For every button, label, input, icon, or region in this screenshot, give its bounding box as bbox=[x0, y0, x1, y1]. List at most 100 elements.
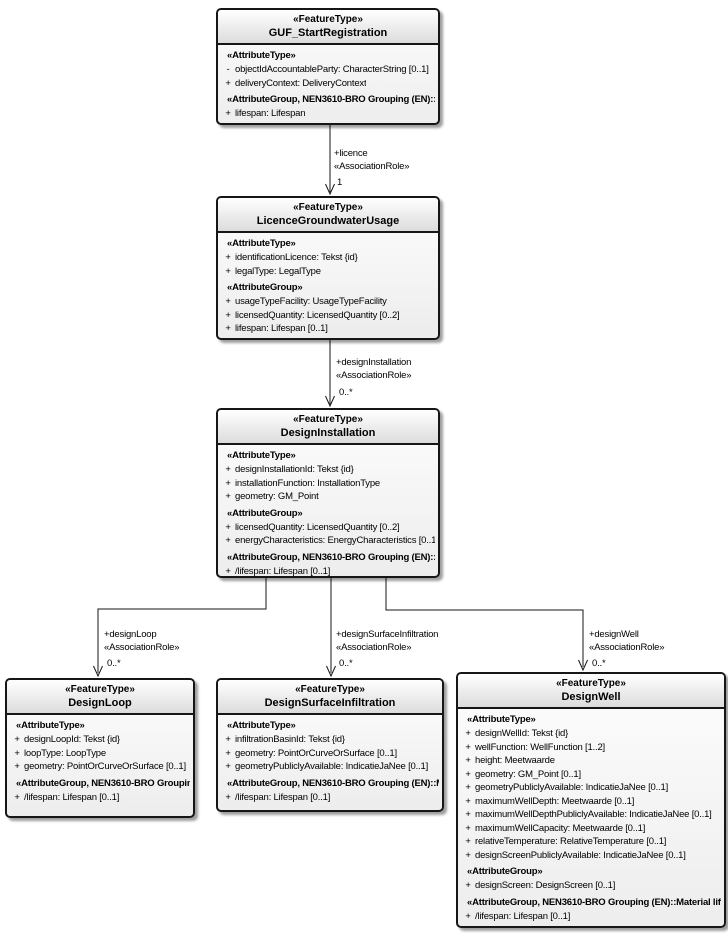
connector-role-label: +designSurfaceInfiltration bbox=[336, 629, 439, 640]
visibility-marker: + bbox=[225, 477, 231, 489]
attribute-text: geometry: PointOrCurveOrSurface [0..1] bbox=[24, 761, 186, 772]
stereotype-label: «FeatureType» bbox=[293, 414, 363, 425]
attribute-text: usageTypeFacility: UsageTypeFacility bbox=[235, 296, 387, 307]
section-header: «AttributeGroup, NEN3610-BRO Grouping (E… bbox=[227, 94, 435, 105]
attribute-text: legalType: LegalType bbox=[235, 265, 321, 277]
stereotype-label: «FeatureType» bbox=[65, 684, 135, 695]
section-header: «AttributeGroup, NEN3610-BRO Grouping (E… bbox=[227, 777, 439, 789]
visibility-marker: + bbox=[225, 535, 231, 546]
visibility-marker: + bbox=[465, 755, 471, 766]
attribute-text: licensedQuantity: LicensedQuantity [0..2… bbox=[235, 521, 400, 533]
connector-stereotype-label: «AssociationRole» bbox=[336, 642, 412, 653]
attribute-text: installationFunction: InstallationType bbox=[235, 477, 381, 489]
class-box-design-well: «FeatureType» DesignWell «AttributeType»… bbox=[456, 672, 726, 928]
attribute-row: + designScreen: DesignScreen [0..1] bbox=[461, 879, 721, 893]
section-header: «AttributeType» bbox=[227, 450, 296, 461]
visibility-marker: + bbox=[225, 309, 231, 321]
class-box-licence-groundwater-usage: «FeatureType» LicenceGroundwaterUsage «A… bbox=[216, 196, 440, 340]
attribute-text: lifespan: Lifespan [0..1] bbox=[235, 323, 328, 334]
attribute-text: /lifespan: Lifespan [0..1] bbox=[24, 791, 120, 803]
visibility-marker: + bbox=[14, 747, 20, 759]
class-name: LicenceGroundwaterUsage bbox=[256, 215, 400, 227]
attribute-text: designInstallationId: Tekst {id} bbox=[235, 464, 354, 475]
connector-multiplicity: 0..* bbox=[592, 658, 606, 669]
connector-multiplicity: 0..* bbox=[107, 658, 121, 669]
connector-stereotype-label: «AssociationRole» bbox=[336, 370, 412, 381]
arrowhead-design-installation bbox=[325, 395, 335, 408]
visibility-marker: + bbox=[465, 795, 471, 807]
visibility-marker: + bbox=[225, 565, 231, 577]
class-box-design-installation: «FeatureType» DesignInstallation «Attrib… bbox=[216, 408, 440, 578]
visibility-marker: + bbox=[465, 849, 471, 861]
visibility-marker: + bbox=[465, 809, 471, 820]
attribute-text: designWellId: Tekst {id} bbox=[475, 728, 569, 739]
attribute-row: + lifespan: Lifespan bbox=[221, 107, 435, 121]
class-box-guf-start-registration: «FeatureType» GUF_StartRegistration «Att… bbox=[216, 8, 440, 125]
attribute-text: maximumWellDepthPubliclyAvailable: Indic… bbox=[475, 809, 712, 820]
visibility-marker: + bbox=[465, 728, 471, 739]
connector-stereotype-label: «AssociationRole» bbox=[334, 161, 410, 172]
class-name: DesignLoop bbox=[68, 697, 132, 709]
class-title: «FeatureType» GUF_StartRegistration bbox=[218, 10, 438, 45]
attribute-text: loopType: LoopType bbox=[24, 747, 106, 759]
class-box-design-surface-infiltration: «FeatureType» DesignSurfaceInfiltration … bbox=[216, 678, 444, 812]
attribute-row: + geometry: PointOrCurveOrSurface [0..1] bbox=[10, 760, 190, 774]
visibility-marker: + bbox=[225, 491, 231, 502]
class-attribute-compartment: «AttributeType» + infiltrationBasinId: T… bbox=[218, 715, 442, 806]
attribute-text: /lifespan: Lifespan [0..1] bbox=[475, 910, 571, 922]
attribute-row: + maximumWellDepth: Meetwaarde [0..1] bbox=[461, 795, 721, 809]
attribute-text: designScreenPubliclyAvailable: Indicatie… bbox=[475, 849, 686, 861]
visibility-marker: + bbox=[465, 741, 471, 753]
attribute-text: designLoopId: Tekst {id} bbox=[24, 734, 120, 745]
visibility-marker: + bbox=[225, 761, 231, 772]
visibility-marker: + bbox=[225, 108, 231, 119]
attribute-row: + designInstallationId: Tekst {id} bbox=[221, 463, 435, 477]
attribute-row: + installationFunction: InstallationType bbox=[221, 477, 435, 491]
visibility-marker: + bbox=[225, 77, 231, 89]
connector-stereotype-label: «AssociationRole» bbox=[104, 642, 180, 653]
attribute-text: height: Meetwaarde bbox=[475, 755, 555, 766]
visibility-marker: + bbox=[225, 734, 231, 745]
stereotype-label: «FeatureType» bbox=[293, 202, 363, 213]
class-title: «FeatureType» LicenceGroundwaterUsage bbox=[218, 198, 438, 233]
attribute-row: + /lifespan: Lifespan [0..1] bbox=[221, 791, 439, 805]
visibility-marker: + bbox=[14, 791, 20, 803]
attribute-text: /lifespan: Lifespan [0..1] bbox=[235, 791, 331, 803]
attribute-row: + legalType: LegalType bbox=[221, 265, 435, 279]
visibility-marker: + bbox=[465, 768, 471, 780]
attribute-text: geometry: GM_Point [0..1] bbox=[475, 768, 581, 780]
arrowhead-design-surface-infiltration bbox=[326, 665, 336, 678]
attribute-text: maximumWellDepth: Meetwaarde [0..1] bbox=[475, 795, 635, 807]
connector-design-loop bbox=[97, 578, 267, 673]
attribute-text: geometryPubliclyAvailable: IndicatieJaNe… bbox=[475, 782, 669, 793]
section-header: «AttributeType» bbox=[16, 720, 85, 731]
attribute-row: + geometryPubliclyAvailable: IndicatieJa… bbox=[461, 781, 721, 795]
attribute-text: energyCharacteristics: EnergyCharacteris… bbox=[235, 535, 435, 546]
section-header: «AttributeType» bbox=[227, 50, 296, 61]
section-header: «AttributeType» bbox=[467, 714, 536, 725]
attribute-row: + identificationLicence: Tekst {id} bbox=[221, 251, 435, 265]
attribute-row: + relativeTemperature: RelativeTemperatu… bbox=[461, 835, 721, 849]
attribute-text: relativeTemperature: RelativeTemperature… bbox=[475, 836, 667, 847]
connector-stereotype-label: «AssociationRole» bbox=[589, 642, 665, 653]
connector-multiplicity: 0..* bbox=[339, 658, 353, 669]
class-name: GUF_StartRegistration bbox=[268, 27, 388, 39]
visibility-marker: + bbox=[225, 252, 231, 263]
connector-role-label: +designWell bbox=[589, 629, 639, 640]
section-header: «AttributeGroup, NEN3610-BRO Grouping (E… bbox=[467, 896, 721, 908]
attribute-row: + geometryPubliclyAvailable: IndicatieJa… bbox=[221, 760, 439, 774]
attribute-row: + lifespan: Lifespan [0..1] bbox=[221, 322, 435, 336]
arrowhead-licence bbox=[325, 183, 335, 196]
class-attribute-compartment: «AttributeType» + designInstallationId: … bbox=[218, 445, 438, 577]
arrowhead-design-loop bbox=[93, 665, 103, 678]
visibility-marker: + bbox=[225, 265, 231, 277]
class-name: DesignInstallation bbox=[280, 427, 376, 439]
attribute-text: infiltrationBasinId: Tekst {id} bbox=[235, 734, 345, 745]
stereotype-label: «FeatureType» bbox=[556, 678, 626, 689]
attribute-row: + geometry: GM_Point [0..1] bbox=[461, 768, 721, 782]
section-header: «AttributeGroup, NEN3610-BRO Groupin... bbox=[16, 777, 190, 789]
visibility-marker: + bbox=[225, 521, 231, 533]
attribute-text: /lifespan: Lifespan [0..1] bbox=[235, 565, 331, 577]
visibility-marker: + bbox=[14, 734, 20, 745]
